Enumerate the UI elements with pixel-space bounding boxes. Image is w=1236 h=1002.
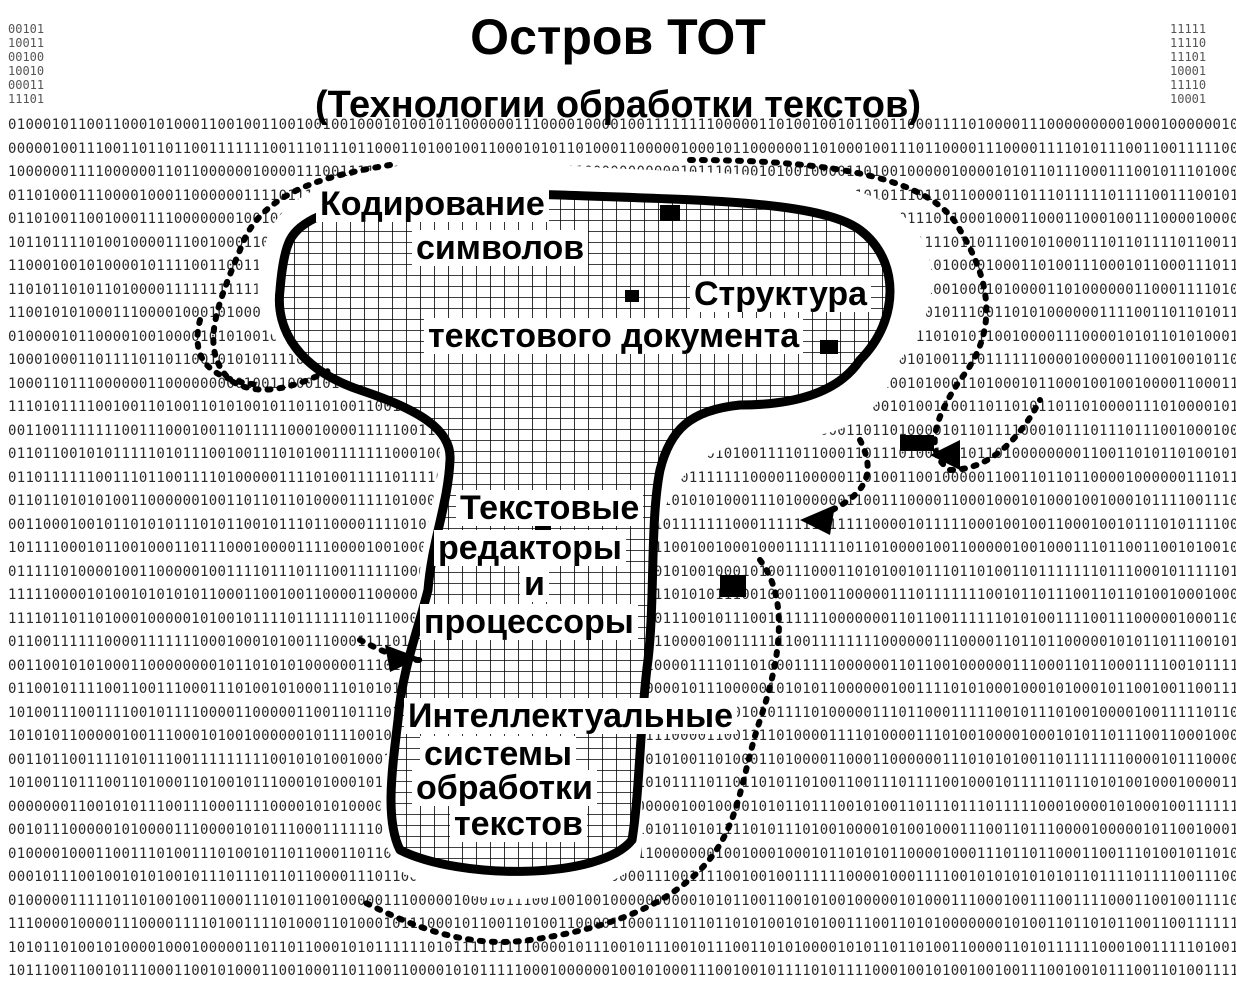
region-editors-line-2: редакторы: [434, 530, 626, 566]
route-west-inner: [194, 317, 263, 388]
region-intelligent-line-2: системы: [420, 736, 577, 772]
region-encoding-line-2: символов: [412, 230, 589, 266]
region-intelligent-line-3: обработки: [412, 770, 597, 806]
region-editors-line-3: и: [520, 566, 549, 602]
region-intelligent-line-4: текстов: [450, 806, 587, 842]
route-west: [210, 162, 393, 393]
route-arrows: [385, 440, 960, 672]
region-structure-line-1: Структура: [690, 276, 872, 312]
binary-corner-block: 00101 10011 00100 10010 00011 11101: [8, 22, 45, 106]
binary-row: 0001011100100101010010111011101101100001…: [8, 869, 1236, 885]
route-south-east: [357, 557, 782, 945]
binary-corner-block: 11111 11110 11101 10001 11110 10001: [1170, 22, 1207, 106]
region-editors-line-1: Текстовые: [456, 490, 644, 526]
binary-row: 1010110100101000010001000001101101100010…: [8, 939, 1236, 956]
binary-row: 1011100110010111000110010100011001000110…: [8, 963, 1236, 979]
binary-row: 0100000111110110100100110001110101100100…: [8, 892, 1236, 909]
binary-row: 1110000100001110000111101001111010001101…: [8, 916, 1236, 932]
binary-row: 0000010011100110110110011111110011101110…: [8, 140, 1236, 157]
map-title: Остров ТОТ: [470, 9, 766, 65]
route-east: [687, 157, 1043, 474]
binary-row: 0100010110011000101000110010011001001001…: [8, 117, 1236, 133]
arrow-head-north: [930, 440, 960, 470]
region-structure-line-2: текстового документа: [424, 318, 804, 354]
arrow-head-east: [800, 505, 835, 535]
map-subtitle: (Технологии обработки текстов): [315, 84, 921, 126]
region-encoding-line-1: Кодирование: [316, 186, 549, 222]
route-east-lower: [807, 437, 871, 523]
region-editors-line-4: процессоры: [420, 604, 638, 640]
arrow-head-west: [385, 645, 420, 672]
region-intelligent-line-1: Интеллектуальные: [404, 698, 738, 734]
